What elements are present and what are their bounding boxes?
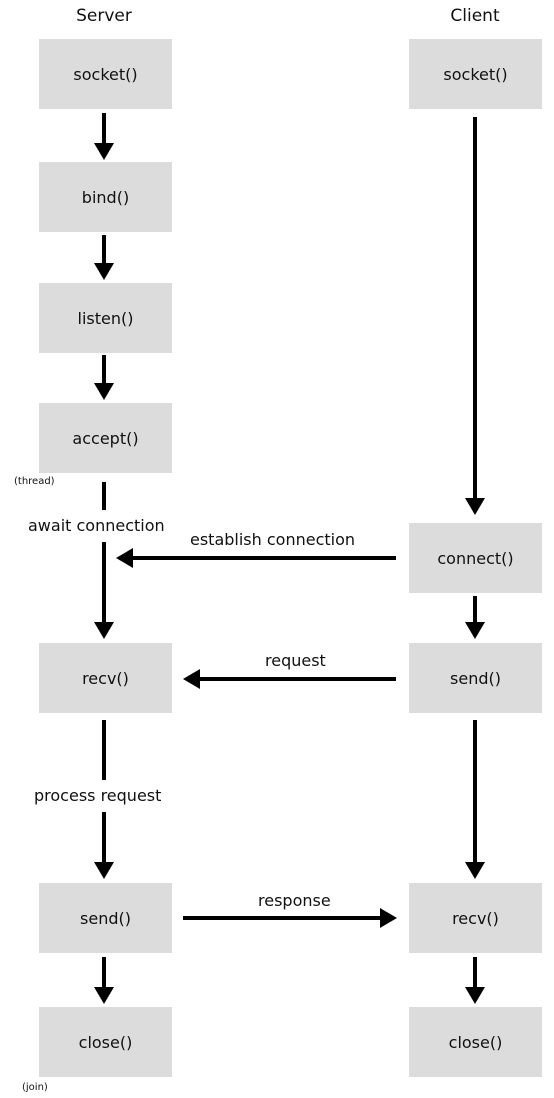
server-accept-box: accept(): [39, 403, 172, 473]
arrow-head: [183, 669, 200, 689]
arrow-head: [465, 622, 485, 639]
arrow-head: [116, 548, 133, 568]
response-label: response: [258, 891, 331, 911]
arrow-head: [465, 987, 485, 1004]
client-column-header: Client: [450, 6, 500, 26]
client-recv-box: recv(): [409, 883, 542, 953]
arrow-head: [465, 862, 485, 879]
thread-note: (thread): [14, 476, 55, 487]
server-send-box: send(): [39, 883, 172, 953]
await-connection-label: await connection: [28, 516, 165, 536]
arrow-head: [94, 143, 114, 160]
establish-connection-label: establish connection: [190, 530, 356, 550]
server-bind-box: bind(): [39, 162, 172, 232]
join-note: (join): [22, 1082, 48, 1093]
client-socket-box: socket(): [409, 39, 542, 109]
server-close-box: close(): [39, 1007, 172, 1077]
arrow-head: [94, 383, 114, 400]
client-connect-box: connect(): [409, 523, 542, 593]
arrow-head: [94, 862, 114, 879]
arrow-head: [94, 622, 114, 639]
arrow-head: [94, 263, 114, 280]
process-request-label: process request: [34, 786, 162, 806]
client-close-box: close(): [409, 1007, 542, 1077]
server-socket-box: socket(): [39, 39, 172, 109]
request-label: request: [265, 651, 326, 671]
arrow-head: [465, 498, 485, 515]
server-recv-box: recv(): [39, 643, 172, 713]
arrow-head: [94, 987, 114, 1004]
client-send-box: send(): [409, 643, 542, 713]
server-listen-box: listen(): [39, 283, 172, 353]
server-column-header: Server: [76, 6, 132, 26]
arrow-head: [380, 908, 397, 928]
